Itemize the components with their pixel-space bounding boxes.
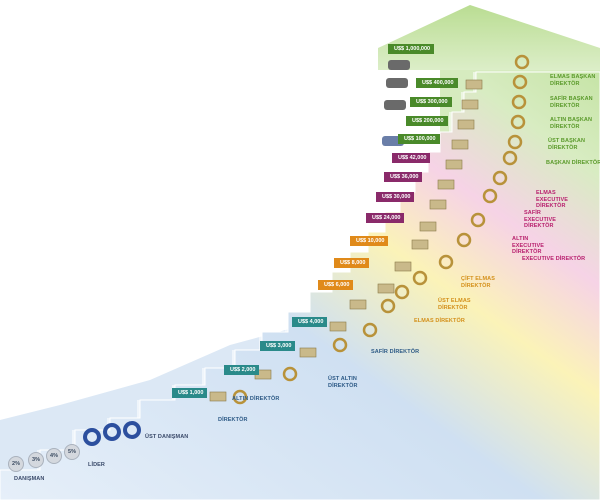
award-ring-icon bbox=[502, 150, 518, 166]
bonus-tag: U$$ 30,000 bbox=[376, 192, 415, 202]
bonus-tag: U$$ 42,000 bbox=[392, 153, 431, 163]
rank-label-safir-baskan-direktor: SAFİR BAŞKAN DİREKTÖR bbox=[550, 96, 593, 109]
award-ring-icon bbox=[83, 428, 101, 446]
money-stack-icon bbox=[419, 221, 437, 232]
money-stack-icon bbox=[437, 179, 455, 190]
money-stack-icon bbox=[461, 99, 479, 110]
rank-label-executive-direktor: EXECUTIVE DİREKTÖR bbox=[522, 256, 586, 262]
rank-label-ust-altin-direktor: ÜST ALTIN DİREKTÖR bbox=[328, 376, 358, 389]
rank-label-altin-baskan-direktor: ALTIN BAŞKAN DİREKTÖR bbox=[550, 117, 593, 130]
award-ring-icon bbox=[456, 232, 472, 248]
staircase bbox=[0, 71, 600, 500]
award-ring-icon bbox=[511, 94, 527, 110]
award-ring-icon bbox=[394, 284, 410, 300]
step-riser bbox=[285, 312, 288, 332]
award-ring-icon bbox=[332, 337, 348, 353]
rank-label-lider: LİDER bbox=[88, 462, 105, 468]
bonus-tag: U$$ 8,000 bbox=[334, 258, 370, 268]
money-stack-icon bbox=[299, 347, 317, 358]
money-stack-icon bbox=[394, 261, 412, 272]
money-stack-icon bbox=[411, 239, 429, 250]
rank-label-direktor: DİREKTÖR bbox=[218, 417, 248, 423]
bonus-tag: U$$ 300,000 bbox=[410, 97, 452, 107]
growth-arrow-head bbox=[378, 5, 600, 70]
bonus-tag: U$$ 100,000 bbox=[398, 134, 440, 144]
step-riser bbox=[397, 192, 400, 212]
money-stack-icon bbox=[377, 283, 395, 294]
bonus-tag: U$$ 6,000 bbox=[318, 280, 354, 290]
award-ring-icon bbox=[482, 188, 498, 204]
step-riser bbox=[137, 400, 140, 418]
award-ring-icon bbox=[123, 421, 141, 439]
bonus-tag: U$$ 400,000 bbox=[416, 78, 458, 88]
award-ring-icon bbox=[438, 254, 454, 270]
step-riser bbox=[449, 112, 452, 132]
bonus-tag: U$$ 36,000 bbox=[384, 172, 423, 182]
percent-badge: 5% bbox=[64, 444, 80, 460]
award-ring-icon bbox=[470, 212, 486, 228]
rank-label-safir-executive-direktor: SAFİR EXECUTIVE DİREKTÖR bbox=[524, 210, 557, 229]
bonus-tag: U$$ 24,000 bbox=[366, 213, 405, 223]
money-stack-icon bbox=[429, 199, 447, 210]
step-riser bbox=[307, 292, 310, 312]
rank-label-danisman: DANIŞMAN bbox=[14, 476, 45, 482]
car-icon bbox=[386, 78, 408, 88]
money-stack-icon bbox=[349, 299, 367, 310]
bonus-tag: U$$ 4,000 bbox=[292, 317, 328, 327]
money-stack-icon bbox=[445, 159, 463, 170]
percent-badge: 3% bbox=[28, 452, 44, 468]
award-ring-icon bbox=[232, 389, 248, 405]
rank-label-ust-danisman: ÜST DANIŞMAN bbox=[145, 434, 189, 440]
money-stack-icon bbox=[457, 119, 475, 130]
award-ring-icon bbox=[512, 74, 528, 90]
award-ring-icon bbox=[103, 423, 121, 441]
rank-label-altin-direktor: ALTIN DİREKTÖR bbox=[232, 396, 280, 402]
rank-label-cift-elmas-direktor: ÇİFT ELMAS DİREKTÖR bbox=[461, 276, 495, 289]
rank-label-ust-elmas-direktor: ÜST ELMAS DİREKTÖR bbox=[438, 298, 471, 311]
step-riser bbox=[202, 368, 205, 385]
award-ring-icon bbox=[282, 366, 298, 382]
percent-badge: 2% bbox=[8, 456, 24, 472]
rank-label-baskan-direktor: BAŞKAN DİREKTÖR bbox=[546, 160, 600, 166]
bonus-tag: U$$ 10,000 bbox=[350, 236, 389, 246]
rank-label-elmas-executive-direktor: ELMAS EXECUTIVE DİREKTÖR bbox=[536, 190, 569, 209]
money-stack-icon bbox=[209, 391, 227, 402]
money-stack-icon bbox=[465, 79, 483, 90]
money-stack-icon bbox=[451, 139, 469, 150]
money-stack-icon bbox=[329, 321, 347, 332]
award-ring-icon bbox=[507, 134, 523, 150]
bonus-tag: U$$ 1,000,000 bbox=[388, 44, 435, 54]
step-riser bbox=[232, 350, 235, 368]
award-ring-icon bbox=[362, 322, 378, 338]
rank-label-elmas-baskan-direktor: ELMAS BAŞKAN DİREKTÖR bbox=[550, 74, 596, 87]
bonus-tag: U$$ 200,000 bbox=[406, 116, 448, 126]
rank-label-safir-direktor: SAFİR DİREKTÖR bbox=[371, 349, 420, 355]
bonus-tag: U$$ 2,000 bbox=[224, 365, 260, 375]
rank-label-altin-executive-direktor: ALTIN EXECUTIVE DİREKTÖR bbox=[512, 236, 545, 255]
award-ring-icon bbox=[412, 270, 428, 286]
award-ring-icon bbox=[514, 54, 530, 70]
car-icon bbox=[388, 60, 410, 70]
step-riser bbox=[412, 172, 415, 192]
rank-label-elmas-direktor: ELMAS DİREKTÖR bbox=[414, 318, 465, 324]
bonus-tag: U$$ 3,000 bbox=[260, 341, 296, 351]
award-ring-icon bbox=[380, 298, 396, 314]
percent-badge: 4% bbox=[46, 448, 62, 464]
award-ring-icon bbox=[492, 170, 508, 186]
step-riser bbox=[72, 430, 75, 450]
bonus-tag: U$$ 1,000 bbox=[172, 388, 208, 398]
rank-label-ust-baskan-direktor: ÜST BAŞKAN DİREKTÖR bbox=[548, 138, 586, 151]
award-ring-icon bbox=[510, 114, 526, 130]
car-icon bbox=[384, 100, 406, 110]
